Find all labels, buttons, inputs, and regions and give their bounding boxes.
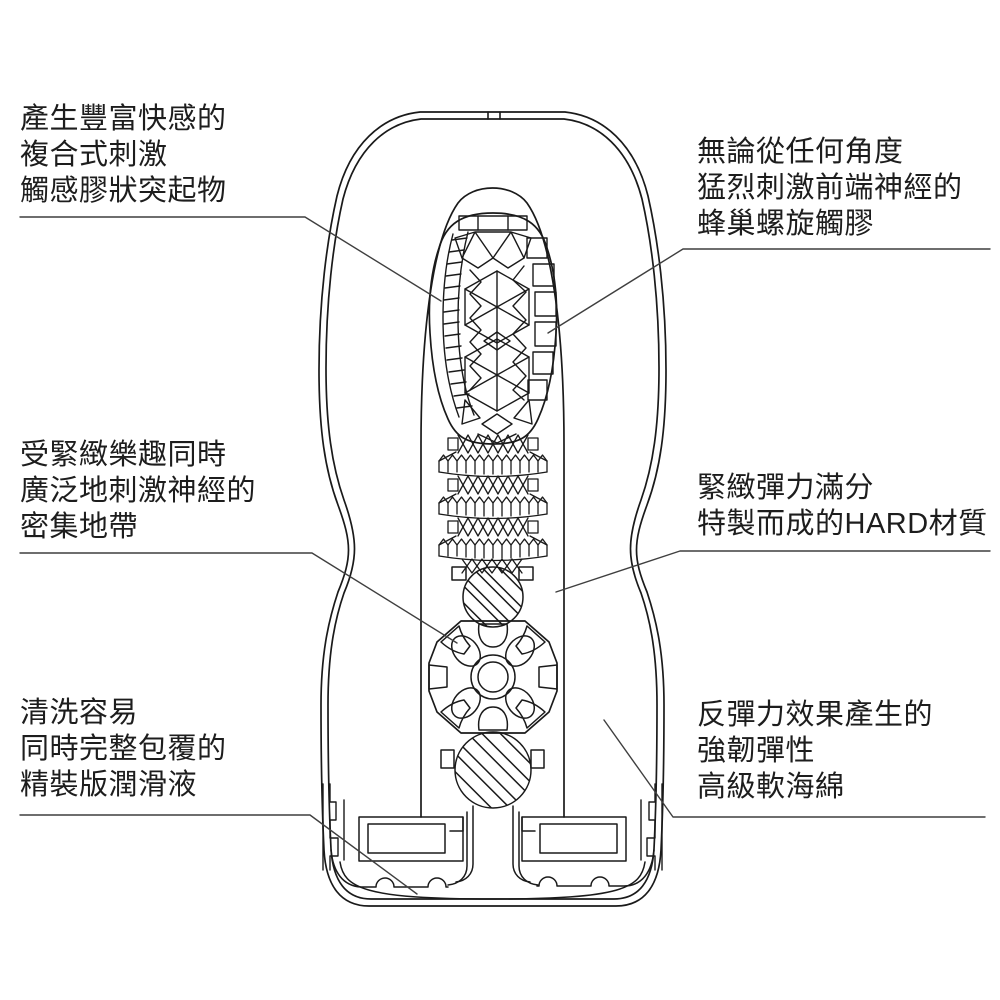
label-line: 同時完整包覆的 — [20, 733, 227, 765]
label-line: 複合式刺激 — [20, 139, 168, 171]
bulb-top-strip — [458, 215, 528, 231]
label-line: 猛烈刺激前端神經的 — [697, 172, 963, 204]
leader-top-right — [547, 248, 991, 334]
label-line: 受緊緻樂趣同時 — [20, 439, 227, 471]
neck-band — [447, 434, 539, 454]
leader-top-left — [19, 216, 442, 302]
chamber-outline — [428, 620, 558, 734]
label-line: 特製而成的HARD材質 — [697, 508, 988, 540]
label-line: 產生豐富快感的 — [20, 103, 227, 135]
neck-band — [447, 475, 539, 495]
shell-inner-line — [325, 118, 660, 900]
label-line: 密集地帶 — [20, 511, 139, 543]
label-line: 強韌彈性 — [697, 735, 816, 767]
top-notch — [487, 111, 501, 120]
bead-chamber — [428, 620, 558, 734]
honeycomb-bulb — [428, 212, 558, 445]
label-bottom-right: 反彈力效果產生的 強韌彈性 高級軟海綿 — [697, 697, 933, 805]
gear-disc — [438, 535, 548, 562]
gear-disc — [438, 451, 548, 478]
sponge-block-right — [521, 816, 627, 862]
label-line: 廣泛地刺激神經的 — [20, 475, 257, 507]
label-line: 精裝版潤滑液 — [20, 769, 198, 801]
base-assembly — [322, 783, 663, 900]
center-column — [447, 805, 539, 886]
shell-outer-line — [318, 111, 667, 907]
label-line: 觸感膠狀突起物 — [20, 175, 227, 207]
ribbed-ring-stack — [438, 434, 548, 574]
striped-sphere-upper — [450, 554, 536, 640]
leader-bottom-left — [19, 814, 418, 895]
gear-disc — [438, 493, 548, 520]
leader-lines — [19, 216, 991, 895]
outer-shell — [318, 111, 667, 907]
leader-middle-left — [19, 552, 458, 644]
inner-sleeve-dome — [420, 187, 565, 818]
gel-bump-ladder — [442, 231, 475, 418]
leader-middle-right — [555, 550, 991, 593]
label-line: 蜂巢螺旋觸膠 — [697, 208, 875, 240]
honeycomb-mesh — [454, 231, 557, 444]
label-top-left: 產生豐富快感的 複合式刺激 觸感膠狀突起物 — [20, 101, 227, 209]
label-line: 高級軟海綿 — [697, 771, 845, 803]
base-floor — [330, 849, 655, 900]
label-line: 緊緻彈力滿分 — [697, 472, 875, 504]
label-line: 無論從任何角度 — [697, 136, 904, 168]
label-middle-left: 受緊緻樂趣同時 廣泛地刺激神經的 密集地帶 — [20, 437, 256, 545]
sponge-step-right — [521, 816, 536, 832]
shell-clip-right — [640, 783, 663, 871]
label-bottom-left: 清洗容易 同時完整包覆的 精裝版潤滑液 — [20, 695, 227, 803]
label-line: 反彈力效果產生的 — [697, 699, 934, 731]
sponge-block-left — [358, 816, 464, 862]
sponge-step-left — [449, 816, 464, 832]
neck-band — [447, 517, 539, 537]
label-top-right: 無論從任何角度 猛烈刺激前端神經的 蜂巢螺旋觸膠 — [697, 134, 963, 242]
label-middle-right: 緊緻彈力滿分 特製而成的HARD材質 — [697, 470, 988, 542]
honeycomb-edge-blocks — [526, 237, 557, 401]
leader-bottom-right — [603, 719, 986, 818]
label-line: 清洗容易 — [20, 697, 139, 729]
